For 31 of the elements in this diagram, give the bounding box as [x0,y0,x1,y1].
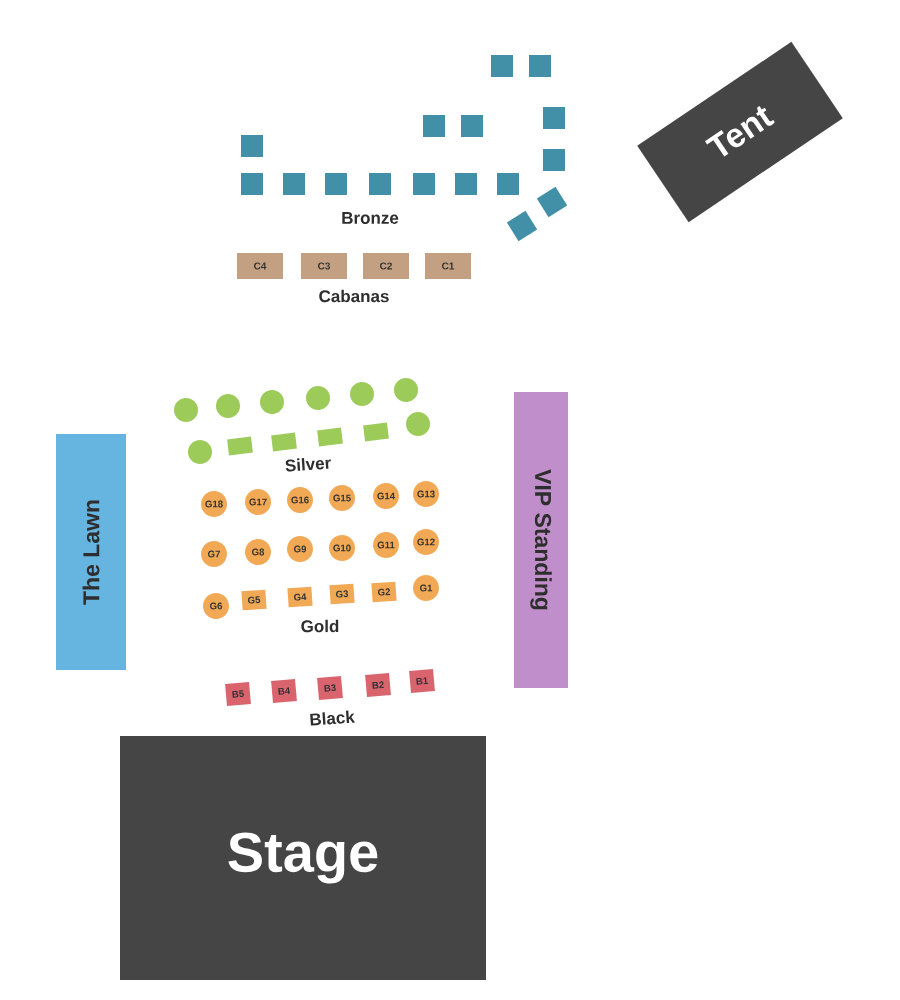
seat-square [529,55,551,77]
seat-circle [306,386,330,410]
lawn-area: The Lawn [56,434,126,670]
section-label: Bronze [342,212,399,224]
seat-circle [174,398,198,422]
seat-square [491,55,513,77]
seat-square [497,173,519,195]
seat-circle [350,382,374,406]
seat-square [413,173,435,195]
seat-square [241,135,263,157]
seat-square [461,115,483,137]
seat-square [423,115,445,137]
seat-circle [406,412,430,436]
section-label: Gold [301,619,339,633]
seat-square [543,149,565,171]
tent-area: Tent [637,41,843,223]
seat-square [283,173,305,195]
seat-square [325,173,347,195]
seat-square [369,173,391,195]
seat-square [455,173,477,195]
section-label: Silver [285,458,331,472]
seat-circle [394,378,418,402]
stage-block: Stage [120,736,486,980]
seat-circle [216,394,240,418]
seat-circle [188,440,212,464]
seat-square [543,107,565,129]
seat-square [241,173,263,195]
seat-circle [260,390,284,414]
standing-area: VIP Standing [514,392,568,688]
section-label: Black [310,710,356,726]
section-label: Cabanas [319,289,389,303]
